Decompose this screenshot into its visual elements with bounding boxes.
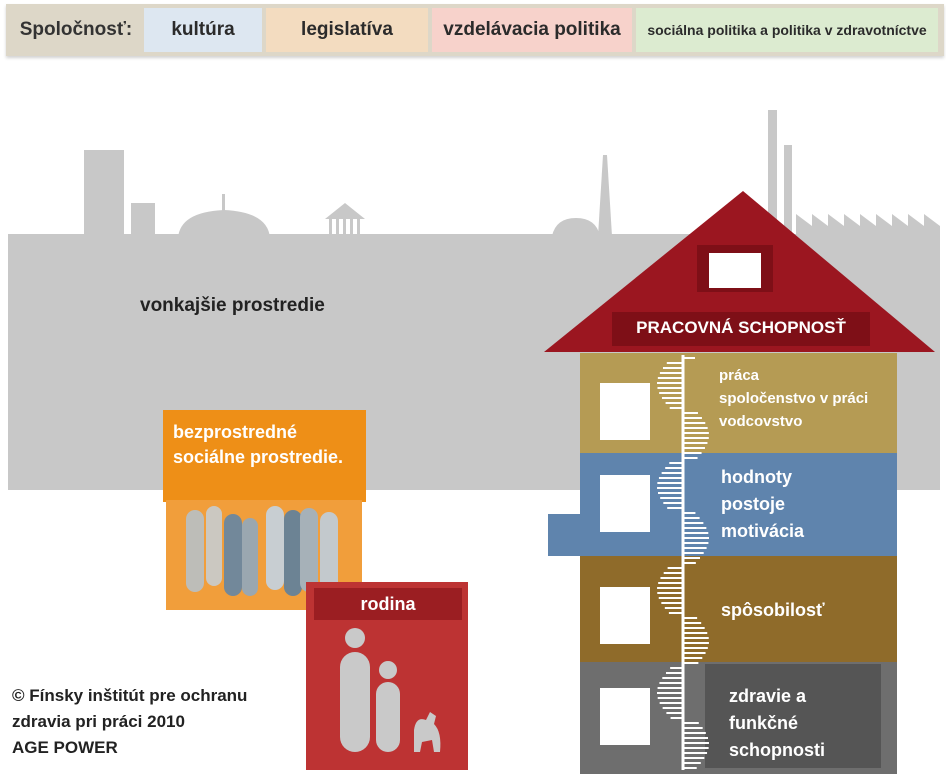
floor-work-line1: práca xyxy=(719,367,760,384)
window-floor-3 xyxy=(600,587,650,644)
floor-health-label: zdravie a funkčné schopnosti xyxy=(729,683,825,764)
society-bar: Spoločnosť: kultúra legislatíva vzdeláva… xyxy=(6,4,944,56)
social-environment-line1: bezprostredné xyxy=(173,422,298,442)
category-culture: kultúra xyxy=(144,8,262,52)
floor-health-line1: zdravie a xyxy=(729,686,807,706)
social-environment-header xyxy=(163,410,366,502)
social-environment-label: bezprostredné sociálne prostredie. xyxy=(173,420,343,470)
roof-window xyxy=(709,253,761,288)
child-figure xyxy=(376,682,400,752)
category-legislation: legislatíva xyxy=(266,8,428,52)
floor-values-label: hodnoty postoje motivácia xyxy=(721,464,804,545)
roof-band xyxy=(612,312,870,346)
balcony xyxy=(548,514,582,556)
people-silhouettes xyxy=(186,506,338,596)
window-floor-2 xyxy=(600,475,650,532)
roof-label: PRACOVNÁ SCHOPNOSŤ xyxy=(636,318,846,337)
floor-health-line3: schopnosti xyxy=(729,740,826,760)
family-label: rodina xyxy=(360,594,416,614)
adult-figure xyxy=(340,652,370,752)
copyright-line3: AGE POWER xyxy=(12,738,118,757)
floor-health-line2: funkčné xyxy=(729,713,799,733)
dome-building xyxy=(178,210,270,238)
dog-icon xyxy=(414,712,441,752)
external-environment-label: vonkajšie prostredie xyxy=(140,295,325,316)
floor-work-line2: spoločenstvo v práci xyxy=(719,390,869,407)
floor-work-label: práca spoločenstvo v práci vodcovstvo xyxy=(719,364,868,433)
social-environment-line2: sociálne prostredie. xyxy=(173,447,344,467)
family-figures xyxy=(340,628,441,752)
floor-values-line2: postoje xyxy=(721,494,786,514)
category-education-policy: vzdelávacia politika xyxy=(432,8,632,52)
window-floor-1 xyxy=(600,383,650,440)
floor-values-line1: hodnoty xyxy=(721,467,792,487)
floor-work-line3: vodcovstvo xyxy=(719,413,803,430)
floor-competence-label: spôsobilosť xyxy=(721,600,825,620)
copyright-line1: © Fínsky inštitút pre ochranu xyxy=(12,686,248,705)
window-floor-4 xyxy=(600,688,650,745)
society-label: Spoločnosť: xyxy=(19,19,133,40)
copyright-line2: zdravia pri práci 2010 xyxy=(12,712,185,731)
copyright-text: © Fínsky inštitút pre ochranu zdravia pr… xyxy=(12,683,247,761)
floor-values-line3: motivácia xyxy=(721,521,805,541)
category-social-health-policy: sociálna politika a politika v zdravotní… xyxy=(636,8,938,52)
chimney-building xyxy=(84,150,124,240)
family-header xyxy=(314,588,462,620)
